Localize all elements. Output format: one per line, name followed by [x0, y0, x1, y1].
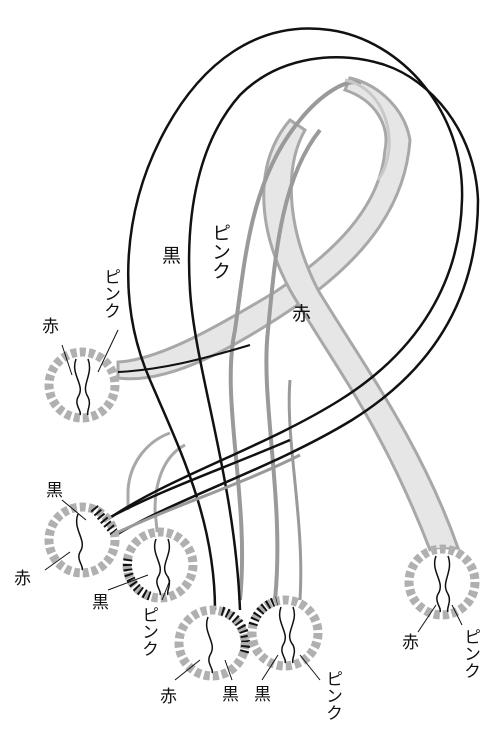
label-c2-black: 黒 [46, 481, 63, 501]
black-strand-left-mid [105, 440, 290, 520]
label-pink-band: ピンク [209, 223, 231, 280]
label-c1-pink: ピンク [100, 268, 120, 319]
connector-ring [49, 352, 115, 418]
pink-band-inner [289, 380, 301, 600]
connector-ring [409, 549, 475, 615]
red-band [118, 78, 458, 550]
label-c6-pink: ピンク [460, 628, 480, 679]
red-band-upper [118, 78, 410, 379]
label-c6-red: 赤 [402, 633, 419, 653]
label-c3-black: 黒 [92, 593, 109, 613]
label-c2-red: 赤 [14, 569, 31, 589]
label-c4-red: 赤 [160, 687, 177, 707]
label-c5-black: 黒 [254, 685, 271, 705]
label-c1-red: 赤 [42, 317, 59, 337]
label-c3-pink: ピンク [138, 606, 158, 657]
connector-left-top [49, 352, 115, 418]
label-c5-pink: ピンク [322, 670, 342, 721]
connector-left-low [127, 532, 193, 598]
label-black-band: 黒 [162, 245, 181, 267]
label-c4-black: 黒 [222, 685, 239, 705]
connector-bottom-left [179, 610, 246, 676]
pink-band [231, 80, 390, 600]
connector-right [409, 549, 475, 615]
label-red-band: 赤 [292, 303, 311, 325]
connector-bottom-mid [252, 600, 318, 666]
black-band-outer [100, 28, 462, 610]
